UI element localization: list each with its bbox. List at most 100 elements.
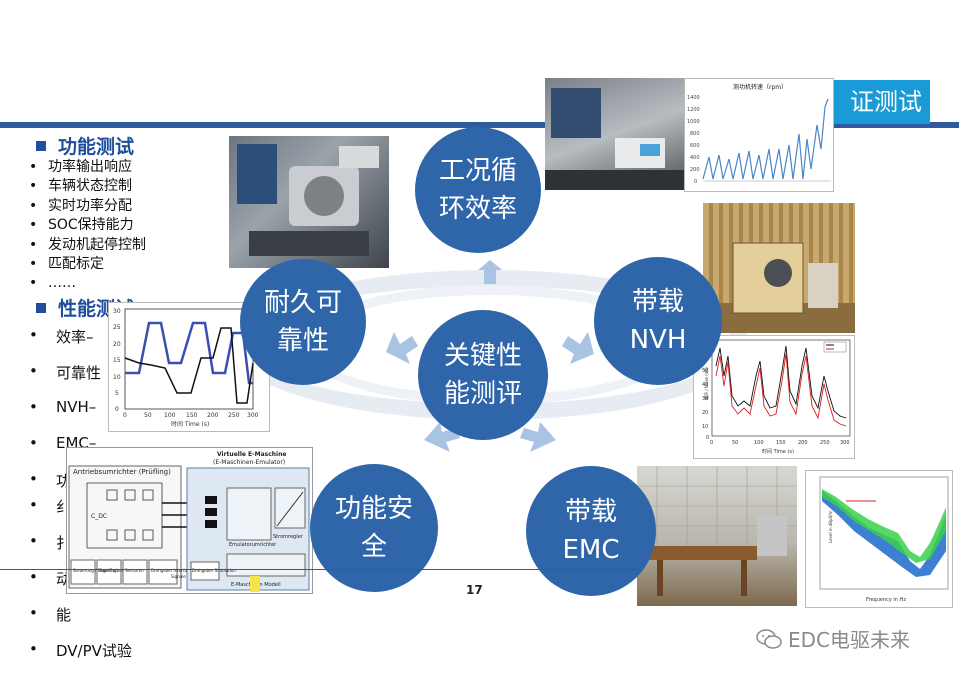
x-tick: 50 xyxy=(144,412,152,419)
node-label: 带载 xyxy=(631,287,684,317)
nvh-series-black xyxy=(715,345,847,419)
x-tick: 200 xyxy=(798,440,808,446)
node-label: NVH xyxy=(629,325,687,355)
list-item: 效率– xyxy=(26,326,221,362)
diagram-box-label: Sensoren xyxy=(125,568,144,573)
node-label: 带载 xyxy=(564,497,617,527)
regler-box-label: Stromregler xyxy=(273,534,304,540)
arrow-up xyxy=(478,260,502,284)
nvh-series-red xyxy=(715,353,847,427)
x-axis-label: 时间 Time (s) xyxy=(171,420,209,428)
node-label: 环效率 xyxy=(438,194,517,224)
y-tick: 10 xyxy=(702,424,708,430)
list-item: 发动机起停控制 xyxy=(26,236,146,256)
square-bullet-icon xyxy=(36,141,46,151)
y-tick: 30 xyxy=(113,308,121,315)
emc-series-green xyxy=(822,489,946,563)
node-durability: 耐久可 靠性 xyxy=(240,259,366,385)
diagram-box-label: Gate-Treiber xyxy=(99,568,124,573)
y-tick: 50 xyxy=(702,368,708,374)
x-tick: 50 xyxy=(732,440,738,446)
diagram-subtitle: (E-Maschinen-Emulator) xyxy=(213,459,285,466)
emulator-diagram: Antriebsumrichter (Prüfling) C_DC Steuer… xyxy=(66,447,313,594)
y-tick: 1400 xyxy=(687,95,700,101)
list-item: 匹配标定 xyxy=(26,255,146,275)
node-label: 耐久可 xyxy=(263,288,342,318)
drehgeber-label: Drehgeber Simulation xyxy=(192,568,236,573)
list-item: NVH– xyxy=(26,398,221,434)
y-tick: 15 xyxy=(113,357,121,364)
nvh-chart: 70 60 50 40 30 20 10 0 0 50 100 150 200 … xyxy=(693,335,855,459)
y-tick: 25 xyxy=(113,324,121,331)
node-center-key-performance: 关键性 能测评 xyxy=(418,310,548,440)
y-tick: 20 xyxy=(702,410,708,416)
durability-series-blue xyxy=(125,321,253,385)
node-loaded-emc: 带载 EMC xyxy=(526,466,656,596)
emulator-box-label: Emulatorumrichter xyxy=(229,542,277,548)
x-axis-label: Frequency in Hz xyxy=(866,597,906,603)
node-label: EMC xyxy=(562,535,620,565)
x-tick: 250 xyxy=(228,412,240,419)
list-item: …… xyxy=(26,274,146,294)
y-tick: 10 xyxy=(113,374,121,381)
slide-title: 证测试 xyxy=(830,80,930,124)
functional-list: 功率输出响应 车辆状态控制 实时功率分配 SOC保持能力 发动机起停控制 匹配标… xyxy=(26,158,146,294)
y-tick: 20 xyxy=(113,341,121,348)
node-label: 关键性 xyxy=(443,341,522,371)
arrow-upper-left xyxy=(386,332,418,364)
speed-series xyxy=(702,98,829,180)
y-tick: 600 xyxy=(690,143,700,149)
y-tick: 30 xyxy=(702,396,708,402)
chart-title: 测功机转速（rpm） xyxy=(733,83,787,91)
x-tick: 300 xyxy=(840,440,850,446)
title-bar-line xyxy=(0,122,959,128)
cdc-label: C_DC xyxy=(91,513,107,520)
node-label: 功能安 xyxy=(334,494,413,524)
x-tick: 100 xyxy=(754,440,764,446)
emc-spectrum-chart: Frequency in Hz Level in dBµV/m xyxy=(805,470,953,608)
signale-label: Signale xyxy=(171,574,186,579)
y-tick: 0 xyxy=(115,406,119,413)
wechat-watermark: EDC电驱未来 xyxy=(756,624,910,653)
list-item: 可靠性 xyxy=(26,362,221,398)
page-number: 17 xyxy=(466,583,483,597)
durability-chart: 30 25 20 15 10 5 0 0 50 100 150 200 250 … xyxy=(108,302,270,432)
watermark-text: EDC电驱未来 xyxy=(788,628,911,652)
y-axis-label: 噪声 / Noise (dB) xyxy=(703,367,709,400)
list-item: SOC保持能力 xyxy=(26,216,146,236)
x-tick: 0 xyxy=(123,412,127,419)
y-tick: 800 xyxy=(690,131,700,137)
emc-series-blue xyxy=(822,491,946,577)
dyno-speed-chart: 测功机转速（rpm） 1400 1200 1000 800 600 400 20… xyxy=(684,78,834,192)
x-tick: 250 xyxy=(820,440,830,446)
node-cycle-efficiency: 工况循 环效率 xyxy=(415,127,541,253)
x-axis-label: 时间 Time (s) xyxy=(762,448,794,455)
list-item: 实时功率分配 xyxy=(26,197,146,217)
y-tick: 0 xyxy=(694,179,697,185)
y-tick: 0 xyxy=(706,435,709,441)
y-tick: 1000 xyxy=(687,119,700,125)
y-axis-label: Level in dBµV/m xyxy=(828,510,833,543)
y-tick: 400 xyxy=(690,155,700,161)
anechoic-chamber-photo xyxy=(703,203,855,333)
list-item: 能 xyxy=(26,604,221,640)
engine-test-photo xyxy=(229,136,389,268)
list-item: 功率输出响应 xyxy=(26,158,146,178)
x-tick: 100 xyxy=(164,412,176,419)
durability-series-black xyxy=(124,327,254,404)
functional-heading: 功能测试 xyxy=(36,132,134,159)
node-loaded-nvh: 带载 NVH xyxy=(594,257,722,385)
x-tick: 0 xyxy=(710,440,713,446)
dyno-test-stand-photo xyxy=(545,78,685,190)
node-label: 能测评 xyxy=(443,379,522,409)
arrow-upper-right xyxy=(562,332,594,364)
arrow-lower-right xyxy=(520,422,556,452)
diagram-box-label: Steuerung / Regelung xyxy=(73,568,117,573)
y-tick: 5 xyxy=(115,390,119,397)
y-tick: 200 xyxy=(690,167,700,173)
node-label: 全 xyxy=(360,532,387,562)
diagram-title: Virtuelle E-Maschine xyxy=(217,451,286,458)
square-bullet-icon xyxy=(36,303,46,313)
list-item: DV/PV试验 xyxy=(26,640,221,662)
